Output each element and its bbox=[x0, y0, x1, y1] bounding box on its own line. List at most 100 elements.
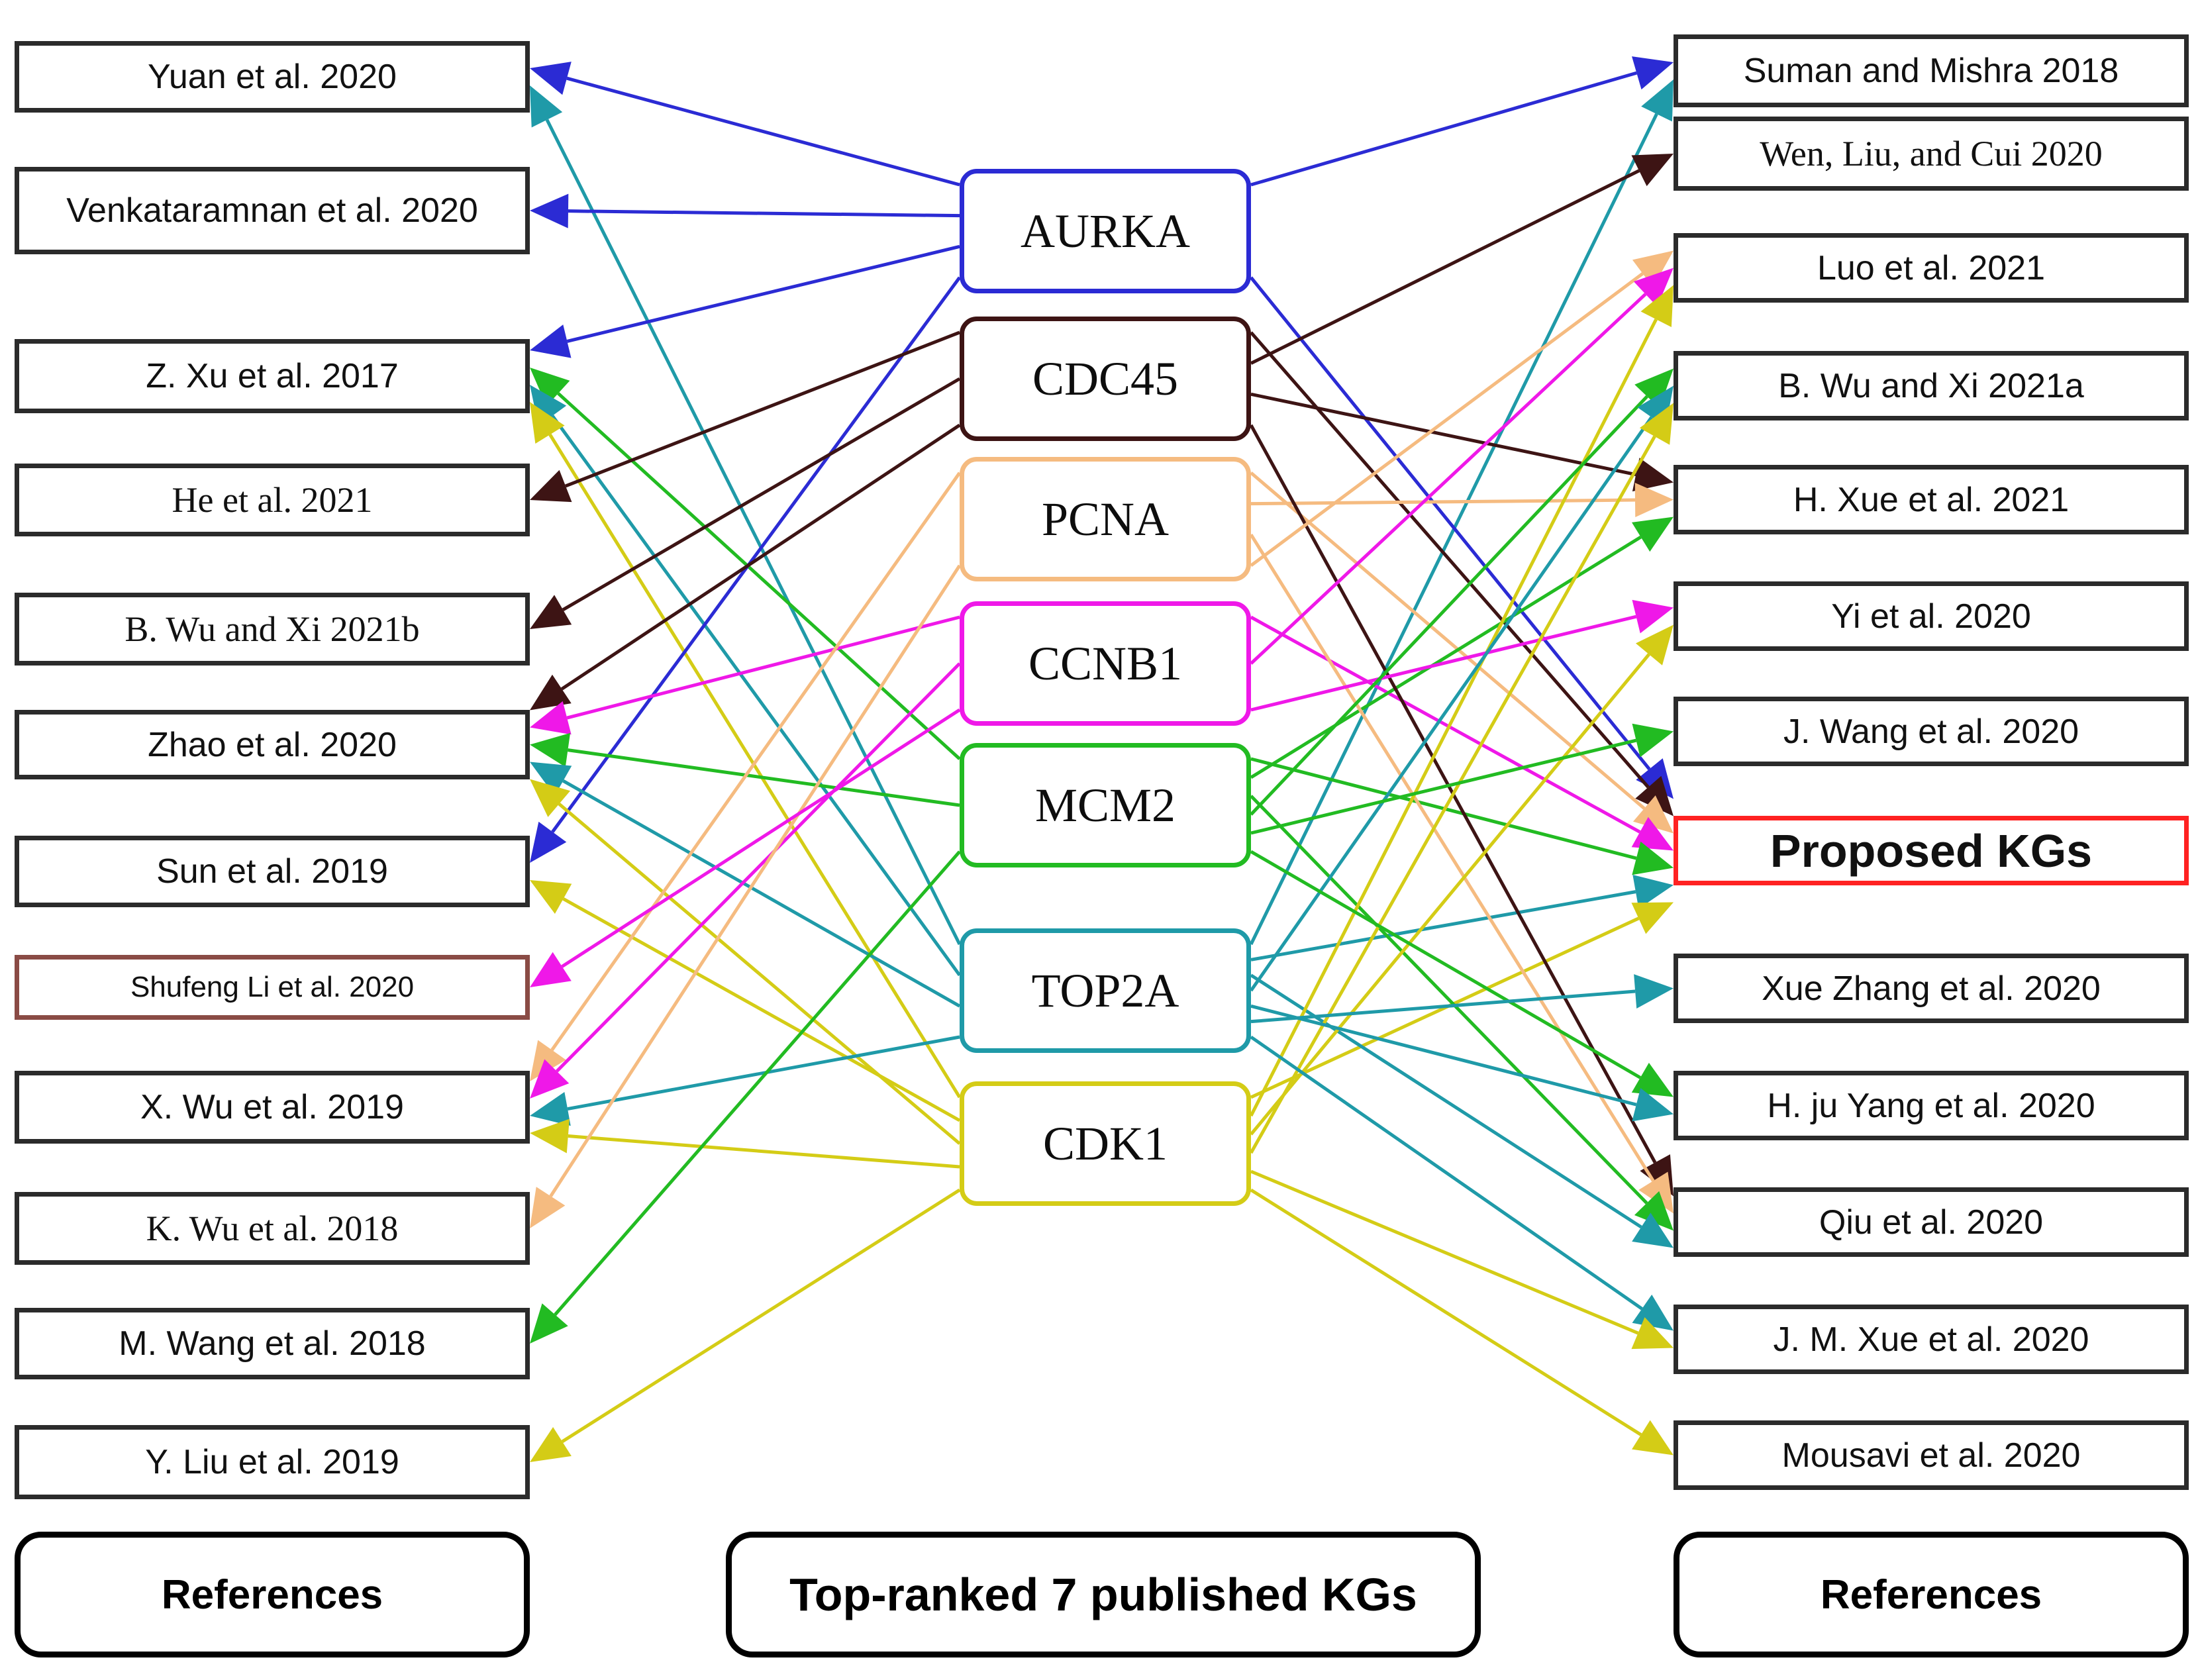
reference-box-mousavi2020: Mousavi et al. 2020 bbox=[1674, 1420, 2189, 1490]
edge-cdk1-to-yi2020 bbox=[1250, 653, 1650, 1136]
reference-box-zhao2020: Zhao et al. 2020 bbox=[15, 710, 530, 779]
reference-label: K. Wu et al. 2018 bbox=[146, 1209, 399, 1248]
kg-node-label: TOP2A bbox=[1031, 964, 1179, 1017]
reference-label: Shufeng Li et al. 2020 bbox=[130, 971, 415, 1003]
arrowhead-mcm2-to-qiu2020 bbox=[1634, 1191, 1674, 1231]
arrowhead-aurka-to-sun2019 bbox=[530, 821, 567, 863]
reference-label: Wen, Liu, and Cui 2020 bbox=[1760, 134, 2103, 173]
arrowhead-top2a-to-bwuxi2021a bbox=[1637, 385, 1674, 427]
kg-node-label: PCNA bbox=[1041, 492, 1170, 546]
arrowhead-cdk1-to-jmxue2020 bbox=[1631, 1317, 1674, 1350]
edge-top2a-to-xwu2019 bbox=[567, 1035, 960, 1111]
reference-box-qiu2020: Qiu et al. 2020 bbox=[1674, 1187, 2189, 1257]
edge-cdk1-to-sun2019 bbox=[562, 897, 961, 1122]
reference-box-xuezhang2020: Xue Zhang et al. 2020 bbox=[1674, 954, 2189, 1023]
edge-top2a-to-proposedkgs bbox=[1250, 890, 1636, 962]
edge-cdc45-to-hxue2021 bbox=[1250, 392, 1636, 477]
edge-ccnb1-to-luo2021 bbox=[1250, 293, 1647, 665]
edge-cdc45-to-wenliucui2020 bbox=[1250, 169, 1640, 365]
kg-node-cdk1: CDK1 bbox=[960, 1081, 1251, 1206]
edge-ccnb1-to-yi2020 bbox=[1250, 615, 1637, 712]
edge-top2a-to-zxu2017 bbox=[551, 415, 962, 977]
arrowhead-pcna-to-hxue2021 bbox=[1634, 483, 1674, 518]
reference-label: H. ju Yang et al. 2020 bbox=[1767, 1086, 2095, 1125]
reference-label: Sun et al. 2019 bbox=[156, 852, 388, 891]
edge-aurka-to-venkataramnan2020 bbox=[568, 209, 960, 218]
arrowhead-aurka-to-venkataramnan2020 bbox=[530, 193, 569, 228]
edge-ccnb1-to-proposedkgs bbox=[1250, 615, 1641, 834]
edge-pcna-to-xwu2019 bbox=[550, 471, 962, 1052]
edge-mcm2-to-hxue2021 bbox=[1250, 535, 1642, 779]
edge-mcm2-to-qiu2020 bbox=[1250, 795, 1648, 1205]
edge-cdk1-to-luo2021 bbox=[1249, 319, 1658, 1117]
reference-box-zxu2017: Z. Xu et al. 2017 bbox=[15, 339, 530, 413]
arrowhead-top2a-to-zxu2017 bbox=[530, 385, 567, 426]
reference-label: Qiu et al. 2020 bbox=[1819, 1203, 2044, 1242]
arrowhead-cdk1-to-yi2020 bbox=[1635, 624, 1674, 666]
reference-label: Yi et al. 2020 bbox=[1831, 597, 2031, 636]
arrowhead-cdk1-to-sun2019 bbox=[530, 880, 572, 914]
reference-label: H. Xue et al. 2021 bbox=[1793, 480, 2070, 519]
edge-mcm2-to-zxu2017 bbox=[557, 392, 961, 760]
kg-node-top2a: TOP2A bbox=[960, 928, 1251, 1053]
legend-right-label: References bbox=[1820, 1571, 2042, 1618]
reference-label: B. Wu and Xi 2021a bbox=[1778, 366, 2084, 405]
edge-pcna-to-proposedkgs bbox=[1250, 471, 1646, 810]
arrowhead-pcna-to-qiu2020 bbox=[1638, 1171, 1674, 1214]
reference-box-shufengli2020: Shufeng Li et al. 2020 bbox=[15, 955, 530, 1020]
arrowhead-mcm2-to-jwang2020 bbox=[1632, 723, 1674, 758]
reference-label: X. Wu et al. 2019 bbox=[140, 1088, 404, 1126]
edge-cdc45-to-he2021 bbox=[565, 330, 960, 488]
kg-node-label: CCNB1 bbox=[1028, 636, 1183, 690]
reference-box-sumanmishra2018: Suman and Mishra 2018 bbox=[1674, 34, 2189, 107]
reference-box-mwang2018: M. Wang et al. 2018 bbox=[15, 1308, 530, 1379]
reference-box-venkataramnan2020: Venkataramnan et al. 2020 bbox=[15, 167, 530, 254]
edge-mcm2-to-mwang2018 bbox=[554, 850, 961, 1316]
reference-box-proposedkgs: Proposed KGs bbox=[1674, 816, 2189, 885]
reference-label: Luo et al. 2021 bbox=[1817, 248, 2046, 287]
edge-pcna-to-kwu2018 bbox=[549, 564, 962, 1197]
edge-cdc45-to-proposedkgs bbox=[1250, 331, 1650, 789]
reference-label: He et al. 2021 bbox=[172, 480, 373, 520]
reference-box-bwuxi2021b: B. Wu and Xi 2021b bbox=[15, 593, 530, 666]
legend-left-label: References bbox=[161, 1571, 383, 1618]
arrowhead-cdc45-to-qiu2020 bbox=[1640, 1154, 1674, 1197]
edge-cdk1-to-zhao2020 bbox=[558, 803, 961, 1145]
kg-node-label: CDC45 bbox=[1032, 352, 1179, 405]
legend-left-references: References bbox=[15, 1532, 530, 1657]
arrowhead-mcm2-to-proposedkgs bbox=[1632, 841, 1674, 875]
reference-box-yliu2019: Y. Liu et al. 2019 bbox=[15, 1425, 530, 1499]
arrowhead-cdk1-to-luo2021 bbox=[1640, 285, 1674, 327]
reference-label: Xue Zhang et al. 2020 bbox=[1762, 969, 2101, 1008]
arrowhead-cdc45-to-hxue2021 bbox=[1632, 458, 1674, 492]
arrowhead-top2a-to-jmxue2020 bbox=[1632, 1295, 1674, 1331]
arrowhead-cdc45-to-he2021 bbox=[530, 469, 572, 503]
reference-box-jmxue2020: J. M. Xue et al. 2020 bbox=[1674, 1305, 2189, 1374]
edge-aurka-to-sumanmishra2018 bbox=[1250, 71, 1637, 187]
edge-aurka-to-sun2019 bbox=[551, 276, 962, 833]
reference-label: Proposed KGs bbox=[1770, 824, 2093, 877]
edge-mcm2-to-proposedkgs bbox=[1250, 757, 1637, 860]
reference-box-hxue2021: H. Xue et al. 2021 bbox=[1674, 465, 2189, 534]
edge-aurka-to-proposedkgs bbox=[1250, 276, 1651, 771]
arrowhead-top2a-to-proposedkgs bbox=[1632, 874, 1674, 909]
edge-mcm2-to-jwang2020 bbox=[1250, 738, 1637, 835]
edge-top2a-to-zhao2020 bbox=[562, 779, 961, 1008]
edge-aurka-to-yuan2020 bbox=[566, 76, 960, 187]
edge-aurka-to-zxu2017 bbox=[566, 244, 960, 343]
arrowhead-cdk1-to-proposedkgs bbox=[1631, 902, 1674, 934]
arrowhead-top2a-to-xuezhang2020 bbox=[1634, 974, 1674, 1009]
reference-label: Venkataramnan et al. 2020 bbox=[66, 191, 478, 230]
edge-cdk1-to-proposedkgs bbox=[1250, 916, 1640, 1099]
arrowhead-mcm2-to-hxue2021 bbox=[1631, 517, 1674, 552]
arrowhead-top2a-to-xwu2019 bbox=[530, 1091, 571, 1126]
kg-node-label: AURKA bbox=[1020, 204, 1190, 258]
edge-cdk1-to-yliu2019 bbox=[561, 1188, 961, 1444]
arrowhead-ccnb1-to-zhao2020 bbox=[530, 701, 572, 735]
arrowhead-cdc45-to-zhao2020 bbox=[530, 674, 572, 711]
arrowhead-pcna-to-proposedkgs bbox=[1633, 795, 1674, 834]
edge-top2a-to-sumanmishra2018 bbox=[1249, 113, 1658, 946]
reference-box-sun2019: Sun et al. 2019 bbox=[15, 836, 530, 907]
edge-cdk1-to-jmxue2020 bbox=[1250, 1169, 1639, 1335]
